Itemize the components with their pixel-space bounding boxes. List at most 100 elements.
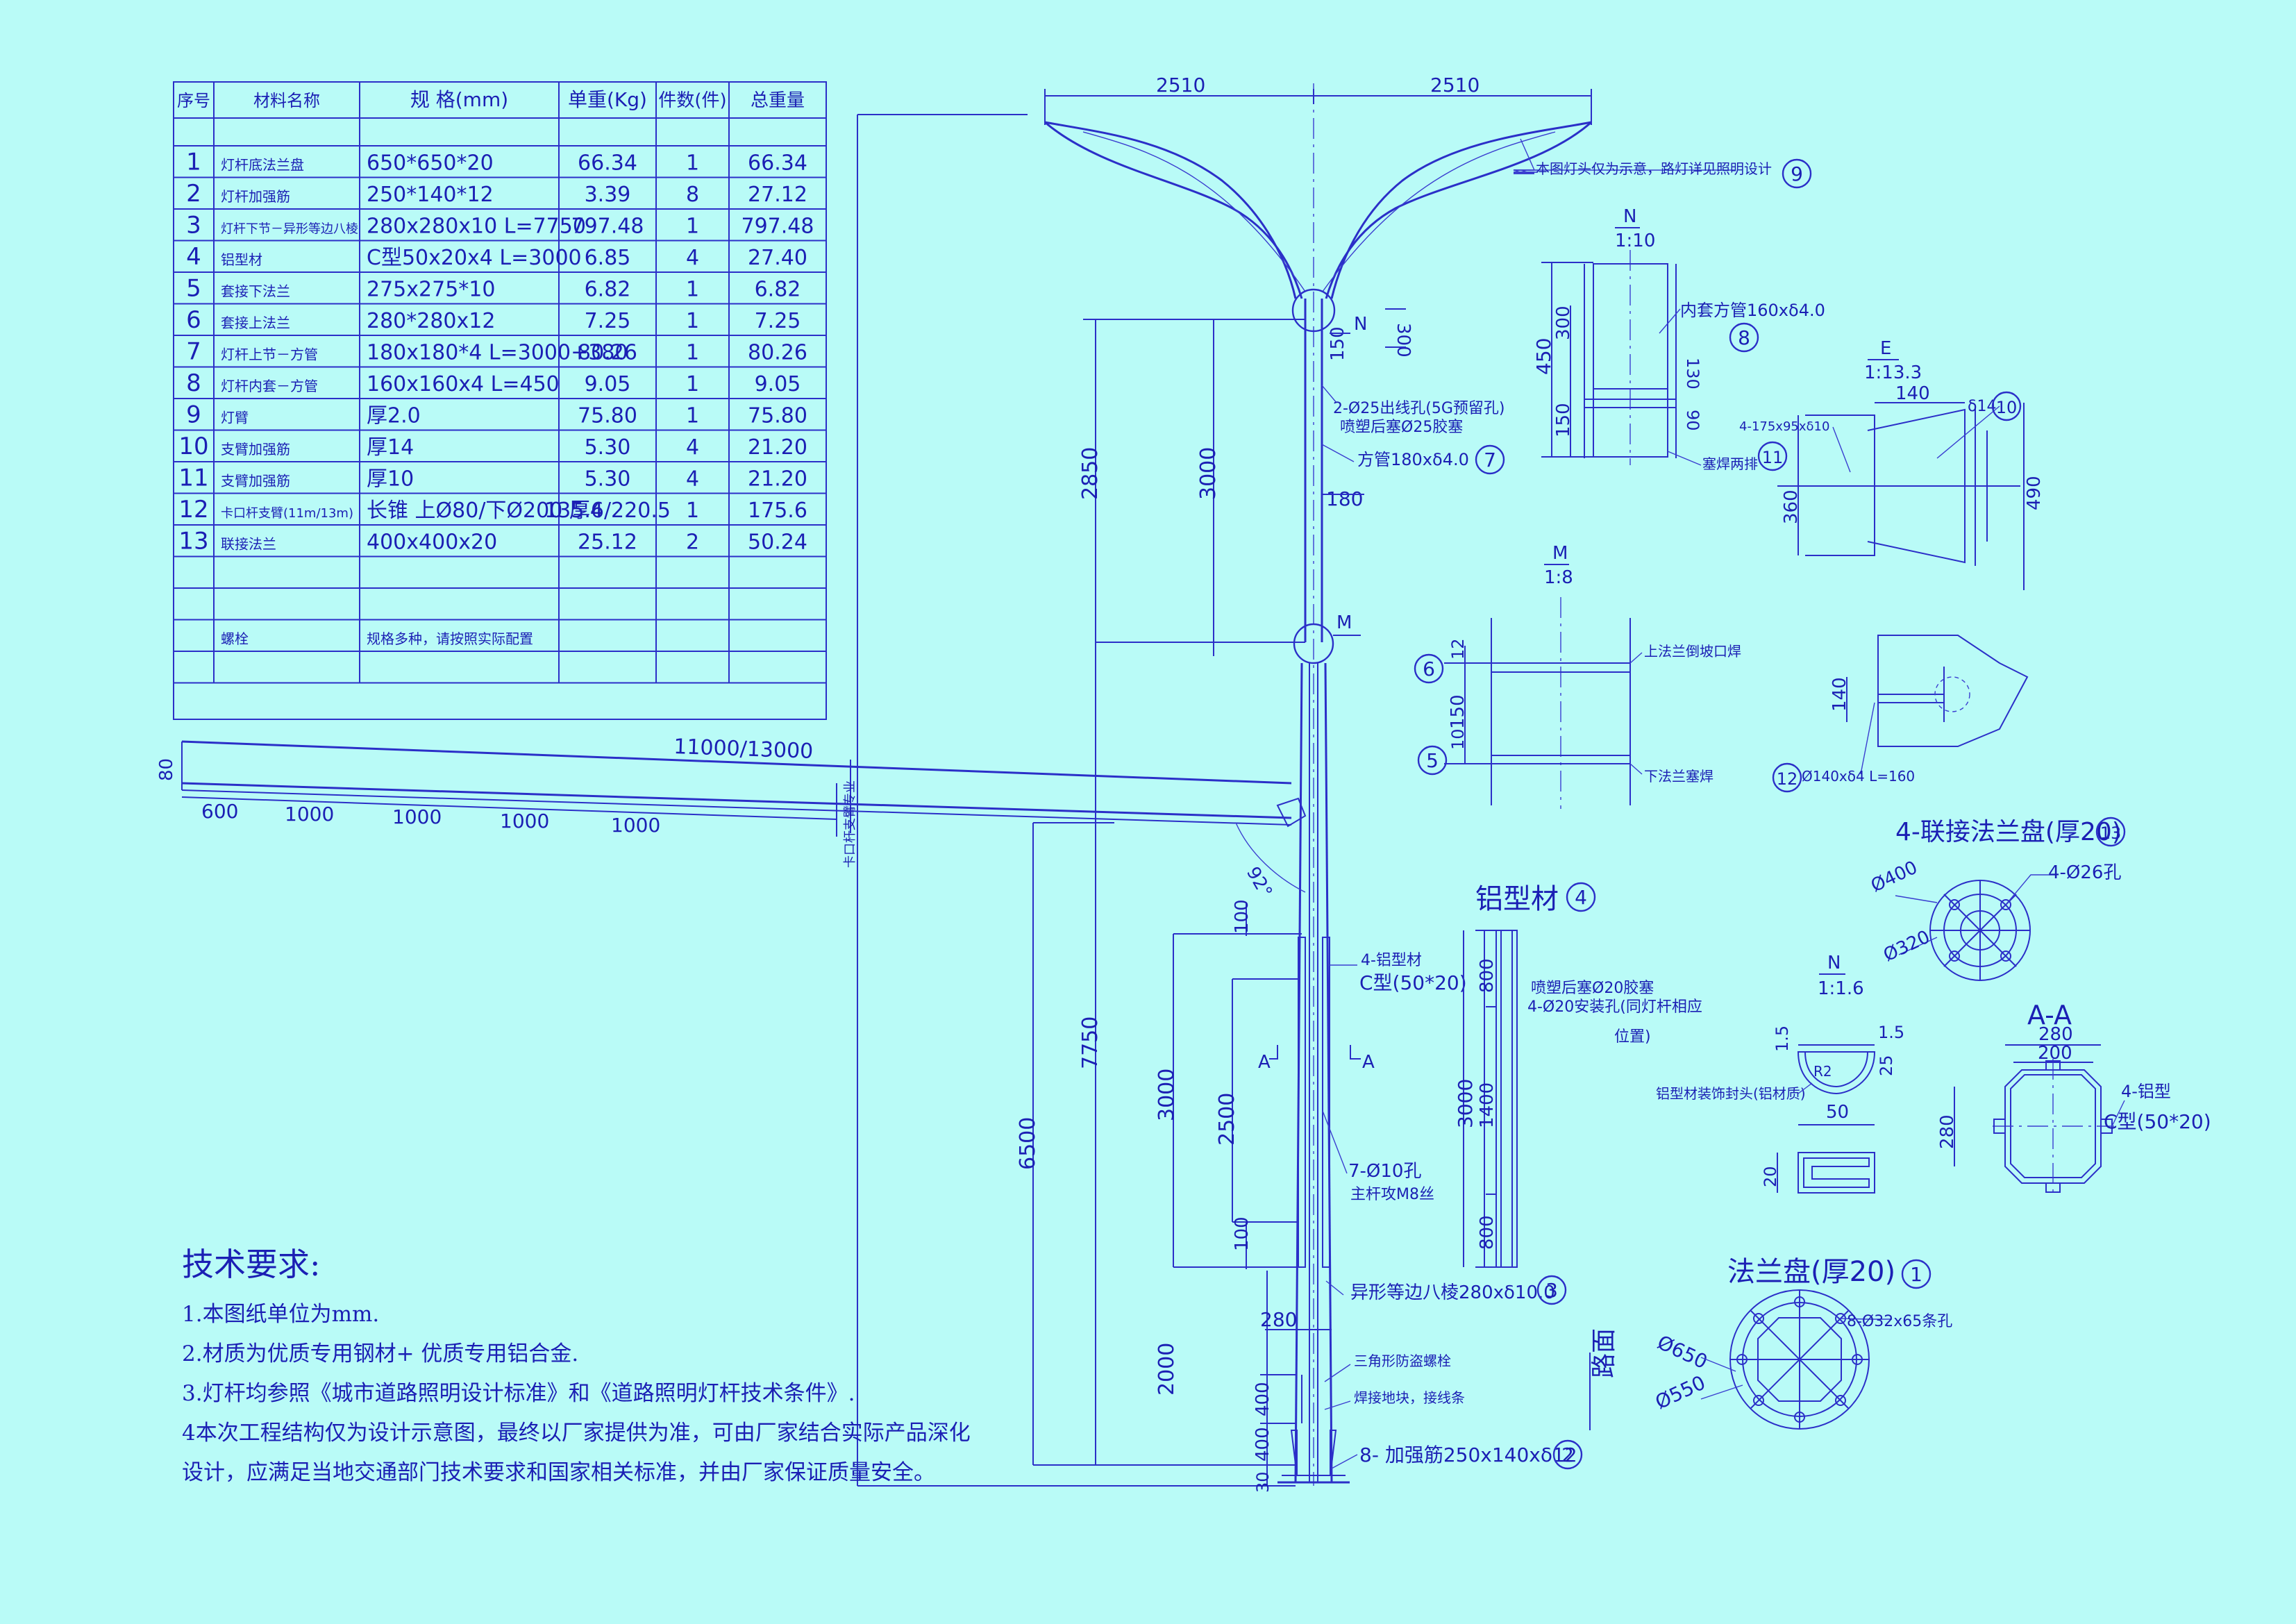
- dim-v2500: 2500: [1215, 1093, 1239, 1146]
- table-cell: 4: [186, 243, 201, 271]
- detail-n2-d15a: 1.5: [1773, 1026, 1792, 1052]
- table-cell: 支臂加强筋: [221, 441, 290, 458]
- table-cell: 铝型材: [221, 251, 262, 268]
- holes7-note: 7-Ø10孔: [1348, 1161, 1421, 1182]
- detail-n-title: N: [1623, 206, 1636, 227]
- hole-note: 2-Ø25出线孔(5G预留孔): [1333, 400, 1505, 417]
- sec-aa-alum2: C型(50*20): [2104, 1110, 2211, 1133]
- detail-n-tube: 内套方管160xδ4.0: [1680, 301, 1825, 320]
- table-cell: 卡口杆支臂(11m/13m): [221, 506, 353, 521]
- table-cell: 灯杆下节－异形等边八棱: [221, 222, 358, 237]
- flange1-d550: Ø550: [1652, 1371, 1709, 1414]
- table-cell: 400x400x20: [367, 530, 497, 555]
- table-cell: 160x160x4 L=450: [367, 372, 560, 396]
- dim-v3000b: 3000: [1155, 1069, 1179, 1121]
- table-cell: 135.6/220.5: [544, 499, 671, 523]
- notes-title: 技术要求:: [182, 1246, 321, 1283]
- detail-n-weld: 塞焊两排: [1702, 455, 1758, 472]
- table-cell: 80.26: [748, 341, 807, 365]
- alum-d1400: 1400: [1477, 1082, 1498, 1128]
- table-cell: 6.82: [755, 278, 801, 302]
- table-header-cell: 总重量: [751, 90, 805, 111]
- table-cell: 650*650*20: [367, 151, 494, 176]
- note-line: 2.材质为优质专用钢材+ 优质专用铝合金.: [182, 1341, 579, 1366]
- table-cell: 3.39: [585, 183, 631, 207]
- table-cell: 9.05: [755, 372, 801, 396]
- dim-d180: 180: [1326, 487, 1363, 510]
- alum-title: 铝型材: [1475, 883, 1559, 915]
- flange1-title: 法兰盘(厚20): [1727, 1256, 1895, 1288]
- table-cell: 280x280x10 L=7750: [367, 215, 586, 239]
- table-cell: 1: [686, 309, 699, 333]
- marker-7: 7: [1484, 449, 1496, 471]
- rib2-note: 8- 加强筋250x140xδ12: [1359, 1443, 1577, 1466]
- marker-4: 4: [1575, 886, 1587, 909]
- bolt-note: 三角形防盗螺栓: [1354, 1353, 1451, 1369]
- table-cell: 1: [686, 404, 699, 428]
- table-cell: 4: [686, 435, 699, 460]
- detail-e-title: E: [1880, 338, 1891, 359]
- dim-arm-seg0: 600: [201, 800, 238, 823]
- dim-arm-seg2: 1000: [392, 805, 442, 828]
- oct3-note: 异形等边八棱280xδ10.0: [1350, 1282, 1555, 1303]
- detail-n-d90: 90: [1683, 410, 1702, 431]
- aluminum-profile: 铝型材 800 1400 800 3000 喷塑后塞Ø20胶塞 4-Ø20安装孔…: [1454, 883, 1702, 1268]
- table-cell: 66.34: [578, 151, 637, 176]
- table-cell: 75.80: [578, 404, 637, 428]
- arm-note: 卡口杆支臂专业: [843, 780, 857, 868]
- ground-note: 焊接地块，接线条: [1354, 1389, 1465, 1406]
- mark-m: M: [1336, 612, 1352, 633]
- detail-e-d140: 140: [1895, 383, 1930, 404]
- callout-markers: 9 7 8 10 11 6 5 12 13 4 3 2 1: [1414, 158, 2126, 1470]
- alum4-note: 4-铝型材: [1361, 952, 1422, 969]
- detail-n-scale: 1:10: [1615, 231, 1655, 251]
- table-cell: 9: [186, 401, 201, 429]
- table-cell: 灯杆底法兰盘: [221, 157, 304, 174]
- alum-note2: 4-Ø20安装孔(同灯杆相应: [1527, 998, 1702, 1016]
- dim-v7750: 7750: [1078, 1016, 1103, 1069]
- table-cell: 797.48: [571, 215, 644, 239]
- table-cell: 6: [186, 306, 201, 334]
- detail-e-scale: 1:13.3: [1864, 362, 1922, 383]
- marker-10: 10: [1996, 398, 2018, 417]
- flange1-holes: 8-Ø32x65条孔: [1847, 1313, 1952, 1330]
- dim-arm-seg4: 1000: [611, 814, 660, 837]
- detail-12-d140: 140: [1829, 677, 1850, 712]
- table-cell: 灯杆上节－方管: [221, 346, 318, 363]
- detail-m-d12: 12: [1448, 638, 1468, 660]
- flange13-holes: 4-Ø26孔: [2048, 862, 2121, 883]
- mark-n: N: [1354, 314, 1367, 335]
- detail-12: 140 Ø140xδ4 L=160: [1802, 635, 2029, 785]
- road-label: 路面: [1590, 1328, 1618, 1378]
- detail-n2-scale: 1:1.6: [1818, 978, 1864, 999]
- detail-e: E 1:13.3 140 δ14 360 490 4-175x95xδ10: [1739, 338, 2045, 590]
- table-cell: 175.6: [748, 499, 807, 523]
- table-cell: 灯杆内套－方管: [221, 378, 318, 394]
- table-header-cell: 序号: [177, 91, 210, 110]
- table-cell: 1: [686, 372, 699, 396]
- dim-d280: 280: [1260, 1308, 1297, 1331]
- alum4b-note: C型(50*20): [1359, 971, 1467, 994]
- table-cell: 规格多种，请按照实际配置: [367, 630, 533, 647]
- sec-aa-d280: 280: [1937, 1114, 1958, 1149]
- detail-n2-cap: 铝型材装饰封头(铝材质): [1656, 1085, 1806, 1102]
- dim-v2850: 2850: [1078, 447, 1103, 500]
- sec-aa-alum: 4-铝型: [2121, 1082, 2171, 1101]
- detail-e-d360: 360: [1781, 489, 1802, 524]
- flange13-d400: Ø400: [1868, 857, 1920, 897]
- table-cell: 66.34: [748, 151, 807, 176]
- dim-arm-h: 80: [156, 758, 177, 781]
- table-cell: 8: [686, 183, 699, 207]
- sec-a-right: A: [1362, 1052, 1375, 1073]
- table-cell: 13: [178, 528, 208, 555]
- detail-n2-title: N: [1827, 953, 1841, 973]
- detail-m-scale: 1:8: [1544, 567, 1573, 588]
- table-cell: 21.20: [748, 467, 807, 492]
- table-cell: 螺栓: [221, 630, 249, 647]
- table-cell: 7.25: [585, 309, 631, 333]
- note-line: 4本次工程结构仅为设计示意图，最终以厂家提供为准，可由厂家结合实际产品深化: [182, 1421, 971, 1446]
- table-cell: 797.48: [741, 215, 814, 239]
- table-cell: 厚2.0: [367, 404, 421, 428]
- dim-v100a: 100: [1232, 899, 1252, 934]
